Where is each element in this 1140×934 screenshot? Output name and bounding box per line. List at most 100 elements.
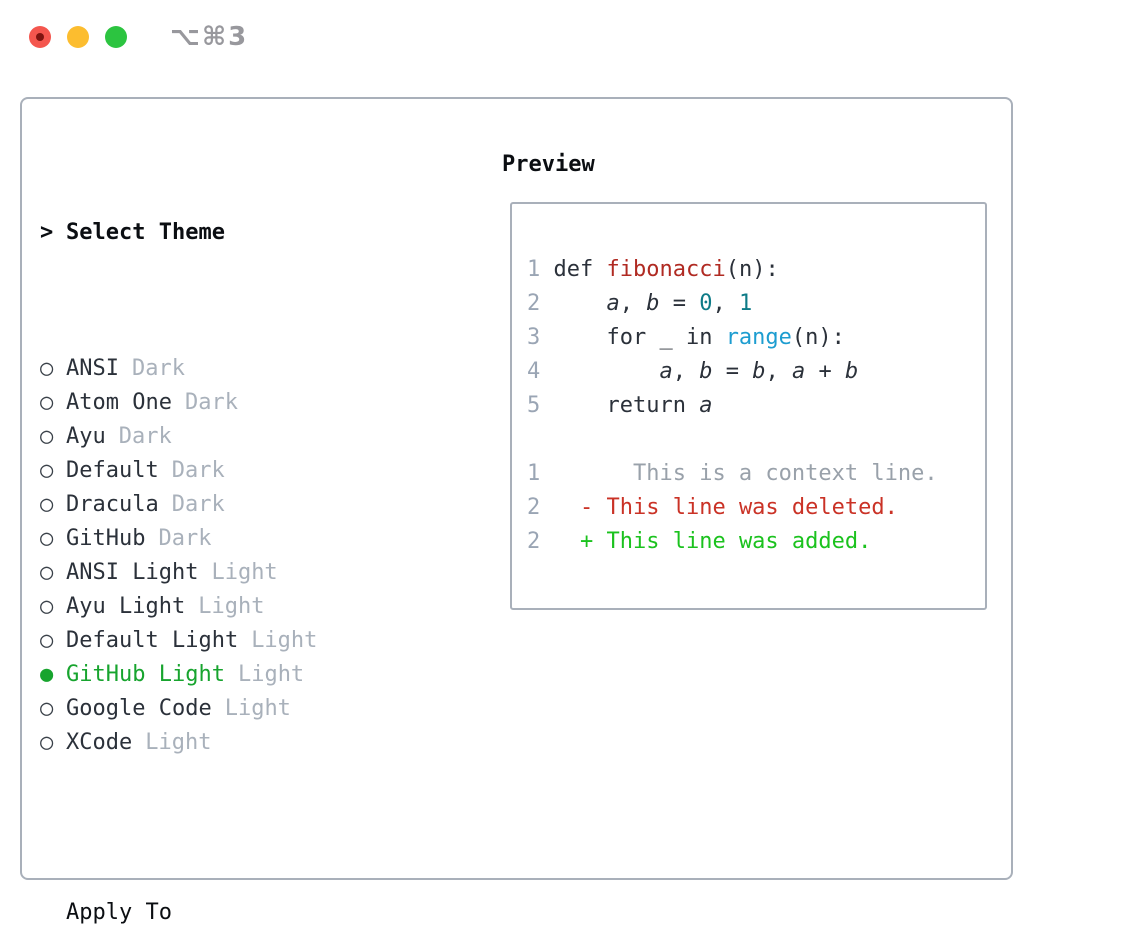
code-line: 2 - This line was deleted. <box>527 491 985 525</box>
radio-unselected-icon: ○ <box>40 628 54 653</box>
code-token: b <box>699 359 713 384</box>
code-token: 2 <box>527 529 541 554</box>
radio-unselected-icon: ○ <box>40 390 54 415</box>
code-token: b <box>646 291 660 316</box>
titlebar: ⌥⌘3 <box>0 0 1140 74</box>
code-token <box>527 427 540 452</box>
code-token <box>554 359 660 384</box>
code-line: 5 return a <box>527 389 985 423</box>
apply-to-heading: Apply To <box>66 900 172 925</box>
code-token: 4 <box>527 359 554 384</box>
theme-variant-label: Light <box>224 696 291 721</box>
code-line: 2 a, b = 0, 1 <box>527 287 985 321</box>
theme-name: Default <box>66 458 159 483</box>
code-line: 1 This is a context line. <box>527 457 985 491</box>
theme-option[interactable]: ○ Google Code Light <box>40 692 411 726</box>
code-line: 3 for _ in range(n): <box>527 321 985 355</box>
code-token: 0 <box>699 291 713 316</box>
code-token: , <box>765 359 792 384</box>
theme-option[interactable]: ○ Ayu Light Light <box>40 590 411 624</box>
theme-variant-label: Light <box>237 662 305 687</box>
radio-unselected-icon: ○ <box>40 594 54 619</box>
code-token: 1 <box>527 461 541 486</box>
code-line: 4 a, b = b, a + b <box>527 355 985 389</box>
code-token <box>540 529 580 554</box>
preview-heading: Preview <box>502 152 595 177</box>
theme-option[interactable]: ○ ANSI Dark <box>40 352 411 386</box>
radio-selected-icon: ● <box>40 662 54 687</box>
theme-variant-label: Dark <box>158 526 212 551</box>
radio-unselected-icon: ○ <box>40 730 54 755</box>
theme-variant-label: Dark <box>171 458 225 483</box>
radio-unselected-icon: ○ <box>40 560 54 585</box>
radio-unselected-icon: ○ <box>40 492 54 517</box>
code-token: a <box>659 359 673 384</box>
code-token: a <box>791 359 806 384</box>
keyboard-shortcut-label: ⌥⌘3 <box>170 22 249 52</box>
radio-unselected-icon: ○ <box>40 696 54 721</box>
radio-unselected-icon: ○ <box>40 458 54 483</box>
code-line: 1 def fibonacci(n): <box>527 253 985 287</box>
radio-unselected-icon: ○ <box>40 424 54 449</box>
code-token: for _ in <box>553 325 726 350</box>
theme-name: Ayu <box>66 424 106 449</box>
minimize-button[interactable] <box>67 26 89 48</box>
code-token: a <box>606 291 620 316</box>
code-token: - This line was deleted. <box>580 495 898 520</box>
code-token <box>540 495 580 520</box>
code-token: , <box>672 359 700 384</box>
theme-option[interactable]: ● GitHub Light Light <box>40 658 411 692</box>
theme-name: ANSI <box>66 356 119 381</box>
code-token: a <box>699 393 713 418</box>
theme-variant-label: Dark <box>184 390 238 415</box>
theme-name: GitHub Light <box>66 662 225 687</box>
theme-variant-label: Light <box>198 594 265 619</box>
code-token: = <box>659 291 700 316</box>
code-token: This is a context line. <box>632 461 938 486</box>
theme-name: Default Light <box>66 628 239 653</box>
code-token: 5 <box>527 393 554 418</box>
code-token: + <box>805 359 845 384</box>
theme-option[interactable]: ○ XCode Light <box>40 726 411 760</box>
code-token <box>554 291 607 316</box>
code-token: b <box>752 359 766 384</box>
radio-unselected-icon: ○ <box>40 356 54 381</box>
theme-variant-label: Light <box>145 730 212 755</box>
code-token: + This line was added. <box>580 529 872 554</box>
theme-name: Atom One <box>66 390 172 415</box>
theme-option[interactable]: ○ Default Dark <box>40 454 411 488</box>
theme-variant-label: Dark <box>171 492 225 517</box>
theme-name: XCode <box>66 730 133 755</box>
theme-name: Ayu Light <box>66 594 186 619</box>
theme-name: Google Code <box>66 696 212 721</box>
theme-variant-label: Dark <box>131 356 185 381</box>
code-token <box>540 461 633 486</box>
select-theme-heading: > Select Theme <box>40 216 411 250</box>
theme-variant-label: Light <box>211 560 278 585</box>
prompt-arrow-icon: > <box>40 220 54 245</box>
code-token: 1 <box>738 291 753 316</box>
zoom-button[interactable] <box>105 26 127 48</box>
code-token: = <box>712 359 753 384</box>
code-token: range <box>725 325 792 350</box>
code-line: 2 + This line was added. <box>527 525 985 559</box>
close-button[interactable] <box>29 26 51 48</box>
code-line <box>527 423 985 457</box>
code-token: return <box>553 393 700 418</box>
theme-name: GitHub <box>66 526 146 551</box>
code-token: 1 <box>527 257 554 282</box>
theme-option[interactable]: ○ Atom One Dark <box>40 386 411 420</box>
code-token: 3 <box>527 325 554 350</box>
select-theme-title: Select Theme <box>66 220 225 245</box>
